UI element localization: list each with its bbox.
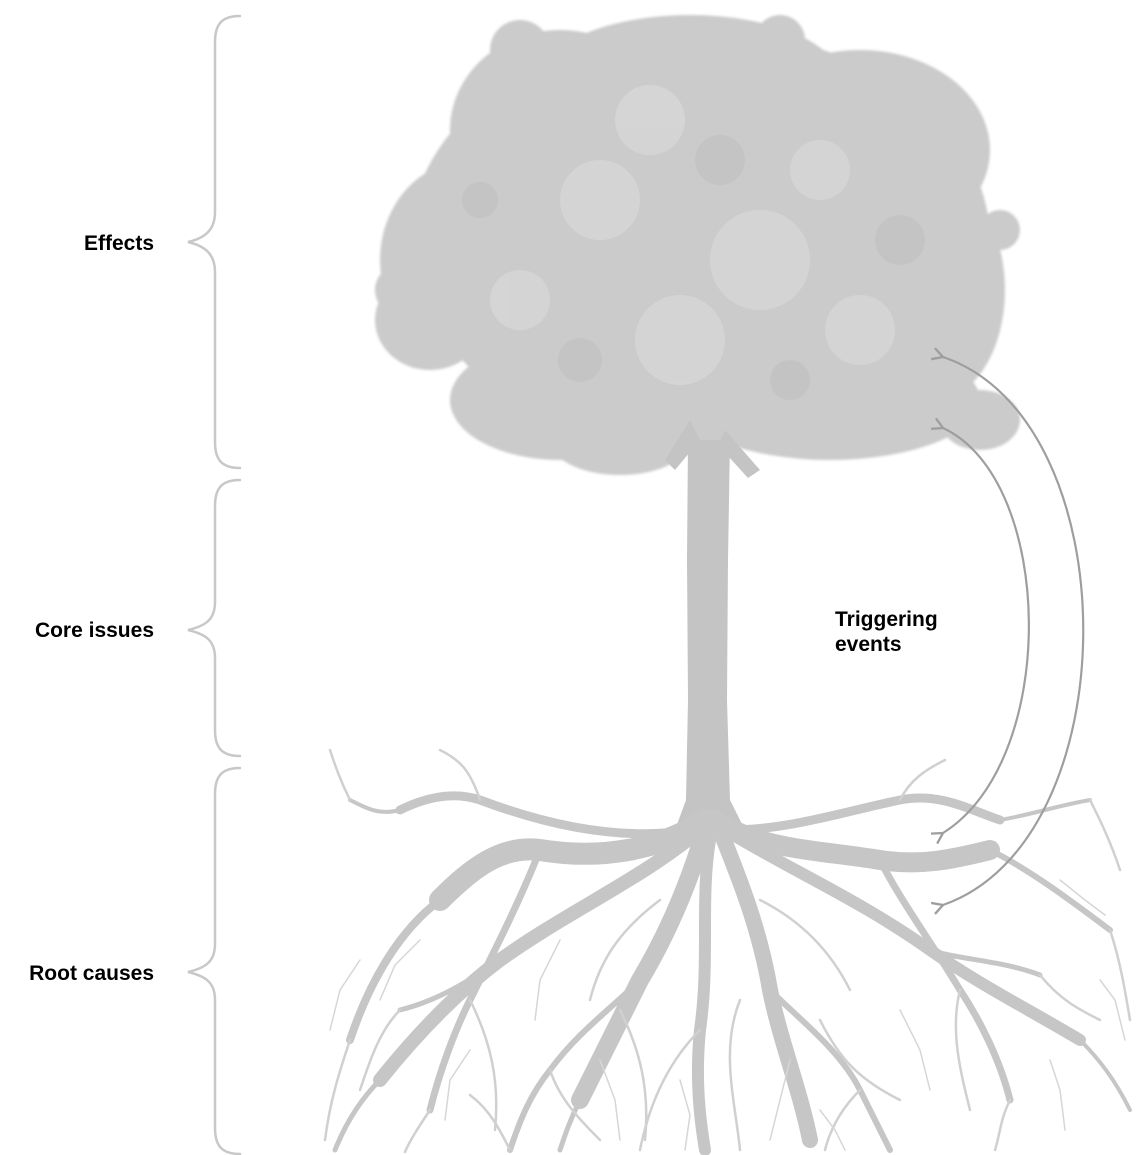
brace-core-issues	[188, 480, 240, 756]
label-core-issues: Core issues	[35, 618, 154, 643]
label-triggering-line2: events	[835, 632, 975, 657]
tree-illustration	[325, 15, 1130, 1152]
brace-effects	[188, 16, 240, 468]
label-root-causes: Root causes	[29, 961, 154, 986]
label-effects: Effects	[84, 231, 154, 256]
tree-trunk	[665, 420, 760, 830]
label-triggering-line1: Triggering	[835, 607, 975, 632]
label-triggering-events: Triggering events	[835, 607, 975, 657]
brace-root-causes	[188, 768, 240, 1154]
